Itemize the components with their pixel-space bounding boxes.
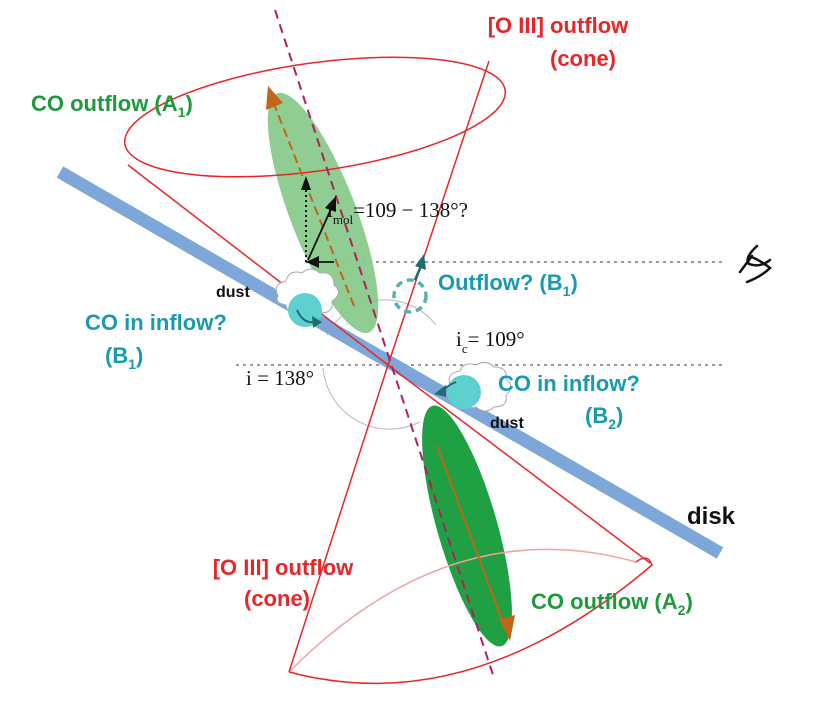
co-inflow-left-line2: (B1) — [105, 343, 143, 372]
i-mol-label: imol=109 − 138°? — [327, 198, 468, 227]
outflow-b1-arrow — [413, 265, 423, 281]
co-inflow-left-line1: CO in inflow? — [85, 310, 227, 335]
imol-vertical-guide-head — [301, 176, 311, 190]
outflow-arrow-a2-head — [499, 615, 515, 641]
disk-band — [56, 166, 724, 559]
i-c-label: ic= 109° — [456, 327, 525, 356]
angle-arc-ic — [326, 299, 437, 336]
inflow-b2-circle — [447, 375, 481, 409]
upper-cone-edge-right — [387, 60, 490, 366]
co-outflow-a1-ellipse — [267, 92, 379, 334]
imol-horizontal-head — [306, 256, 319, 268]
angle-arc-disk — [322, 367, 421, 430]
upper-cone-edge-left — [127, 164, 389, 366]
outflow-b1-circle — [392, 278, 428, 314]
inflow-b1-arrow-head — [312, 316, 322, 328]
outflow-arrow-a1 — [273, 103, 355, 307]
co-inflow-right-line2: (B2) — [585, 403, 623, 432]
oiii-bottom-label-line1: [O III] outflow — [213, 555, 354, 580]
dust-left-label: dust — [216, 284, 250, 301]
upper-cone-rim — [123, 56, 507, 178]
co-outflow-a2-label: CO outflow (A2) — [531, 589, 693, 618]
oiii-top-label-line2: (cone) — [550, 46, 616, 71]
imol-vector-head — [325, 196, 336, 212]
inflow-b2-arrow-head — [434, 385, 446, 397]
cone-axis — [274, 9, 495, 679]
lower-cone-rim-front — [288, 557, 653, 685]
disk-label: disk — [687, 503, 736, 530]
imol-vector — [307, 208, 332, 261]
outflow-b1-arrow-head — [415, 254, 426, 270]
dust-right-label: dust — [490, 415, 524, 432]
co-inflow-right-line1: CO in inflow? — [498, 371, 640, 396]
outflow-arrow-a2 — [436, 445, 504, 624]
oiii-bottom-label-line2: (cone) — [244, 586, 310, 611]
outflow-arrow-a1-head — [266, 86, 283, 110]
lower-cone-edge-left — [288, 364, 389, 673]
co-outflow-a1-label: CO outflow (A1) — [31, 91, 193, 120]
lower-cone-rim-back — [288, 548, 637, 673]
outflow-b1-label: Outflow? (B1) — [438, 270, 578, 299]
i-disk-label: i = 138° — [246, 366, 314, 390]
oiii-top-label-line1: [O III] outflow — [488, 13, 629, 38]
eye-icon — [738, 244, 772, 284]
lower-cone-edge-right — [387, 364, 651, 564]
